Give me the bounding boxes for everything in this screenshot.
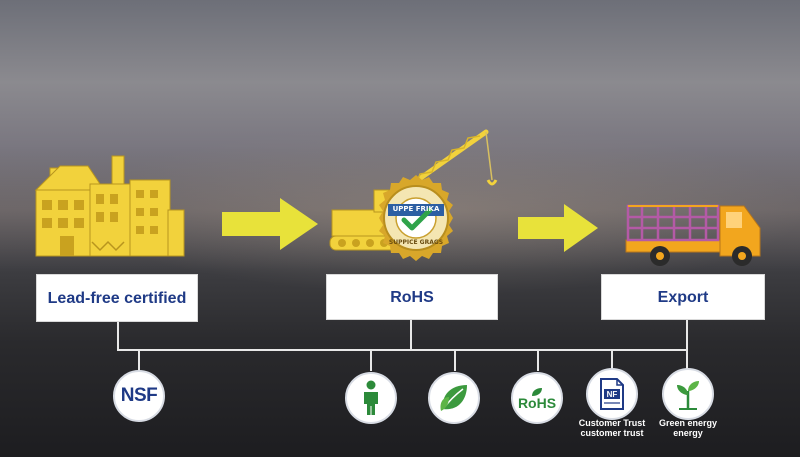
- connector-stem-left: [117, 322, 119, 350]
- connector-drop-2: [370, 349, 372, 371]
- nf-document-icon: NF: [600, 378, 624, 410]
- person-icon: [364, 380, 378, 415]
- leaf-icon: [440, 385, 467, 411]
- badge-person: [345, 372, 397, 424]
- caption-green-energy: Green energy energy: [658, 418, 718, 438]
- connector-drop-3: [454, 349, 456, 371]
- truck-icon: [625, 204, 761, 266]
- badge-rohs: RoHS: [511, 372, 563, 424]
- stage-label-lead-free: Lead-free certified: [36, 274, 198, 322]
- connector-bus: [117, 349, 688, 351]
- nsf-logo-icon: NSF: [120, 385, 158, 406]
- certification-seal-icon: UPPE FRIKA SUPPICE GRAGS: [379, 175, 453, 261]
- rohs-logo-icon: RoHS: [517, 395, 557, 411]
- factory-icon: [34, 155, 185, 257]
- badge-nf-document: NF: [586, 368, 638, 420]
- seal-bottom-text: SUPPICE GRAGS: [389, 239, 443, 246]
- caption-customer-trust: Customer Trust customer trust: [578, 418, 646, 438]
- connector-drop-5: [611, 349, 613, 369]
- connector-stem-right: [686, 320, 688, 350]
- seal-top-text: UPPE FRIKA: [393, 205, 440, 213]
- nf-document-text: NF: [607, 390, 618, 399]
- stage-label-export: Export: [601, 274, 765, 320]
- flow-arrow-1: [222, 198, 318, 250]
- rohs-leaf-icon: [532, 388, 542, 396]
- badge-leaf: [428, 372, 480, 424]
- sprout-icon: [677, 381, 699, 410]
- badge-nsf: NSF: [113, 370, 165, 422]
- connector-drop-6: [686, 349, 688, 369]
- connector-stem-center: [410, 320, 412, 350]
- flow-arrow-2: [518, 204, 598, 252]
- stage-label-rohs: RoHS: [326, 274, 498, 320]
- badge-sprout: [662, 368, 714, 420]
- connector-drop-4: [537, 349, 539, 371]
- connector-drop-1: [138, 349, 140, 371]
